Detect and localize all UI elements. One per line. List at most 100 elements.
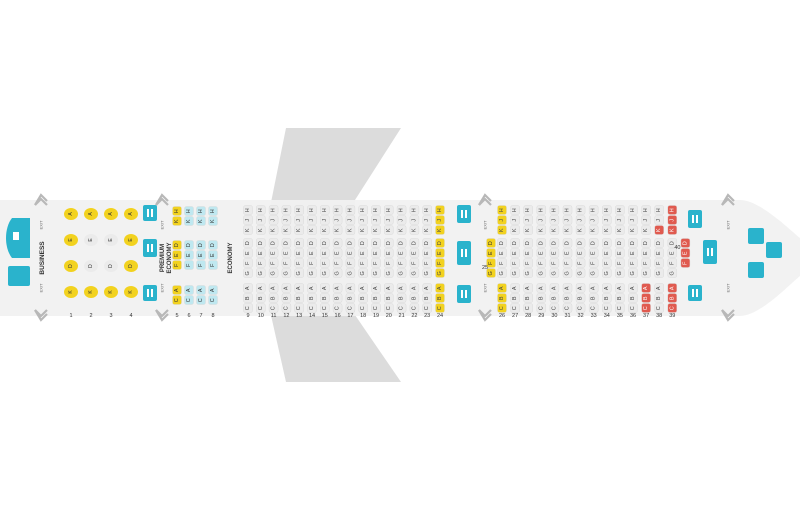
economy-seat-18E[interactable] — [358, 248, 368, 258]
premium-seat-6A[interactable] — [184, 285, 194, 295]
economy-seat-27F[interactable] — [510, 258, 520, 268]
economy-seat-13B[interactable] — [294, 293, 304, 303]
economy-seat-40D[interactable] — [680, 238, 691, 248]
economy-seat-36C[interactable] — [628, 303, 638, 313]
premium-seat-7H[interactable] — [196, 206, 206, 216]
economy-seat-20H[interactable] — [384, 205, 394, 215]
economy-seat-39J[interactable] — [667, 215, 677, 225]
economy-seat-34B[interactable] — [602, 293, 612, 303]
economy-seat-26A[interactable] — [497, 283, 507, 293]
economy-seat-19A[interactable] — [371, 283, 381, 293]
economy-seat-12A[interactable] — [281, 283, 292, 293]
economy-seat-13E[interactable] — [294, 248, 304, 258]
economy-seat-20A[interactable] — [384, 283, 394, 293]
economy-seat-14A[interactable] — [307, 283, 317, 293]
galley-tail-1[interactable] — [748, 228, 764, 244]
economy-seat-16C[interactable] — [332, 303, 343, 313]
economy-seat-36H[interactable] — [628, 205, 638, 215]
economy-seat-24H[interactable] — [435, 205, 445, 215]
economy-seat-10K[interactable] — [256, 225, 266, 235]
economy-seat-32C[interactable] — [575, 303, 586, 313]
lavatory-rear-bottom[interactable] — [688, 285, 702, 301]
economy-seat-26J[interactable] — [497, 215, 507, 225]
economy-seat-13J[interactable] — [294, 215, 304, 225]
economy-seat-32J[interactable] — [575, 215, 586, 225]
economy-seat-18K[interactable] — [358, 225, 368, 235]
economy-seat-33B[interactable] — [589, 293, 599, 303]
economy-seat-17K[interactable] — [345, 225, 356, 235]
economy-seat-15C[interactable] — [320, 303, 330, 313]
economy-seat-30C[interactable] — [549, 303, 560, 313]
economy-seat-10A[interactable] — [256, 283, 266, 293]
economy-seat-12D[interactable] — [281, 238, 292, 248]
economy-seat-32B[interactable] — [575, 293, 586, 303]
economy-seat-19F[interactable] — [371, 258, 381, 268]
premium-seat-5H[interactable] — [172, 206, 182, 216]
economy-seat-26B[interactable] — [497, 293, 507, 303]
economy-seat-34C[interactable] — [602, 303, 612, 313]
economy-seat-35B[interactable] — [615, 293, 625, 303]
economy-seat-16E[interactable] — [332, 248, 343, 258]
economy-seat-9J[interactable] — [243, 215, 253, 225]
economy-seat-27K[interactable] — [510, 225, 520, 235]
economy-seat-31E[interactable] — [562, 248, 573, 258]
economy-seat-37F[interactable] — [641, 258, 651, 268]
economy-seat-22E[interactable] — [409, 248, 420, 258]
premium-seat-6C[interactable] — [184, 295, 194, 305]
economy-seat-21A[interactable] — [396, 283, 407, 293]
economy-seat-21G[interactable] — [396, 268, 407, 278]
economy-seat-14C[interactable] — [307, 303, 317, 313]
economy-seat-30J[interactable] — [549, 215, 560, 225]
economy-seat-20G[interactable] — [384, 268, 394, 278]
economy-seat-29K[interactable] — [536, 225, 546, 235]
economy-seat-18C[interactable] — [358, 303, 368, 313]
economy-seat-34D[interactable] — [602, 238, 612, 248]
business-seat-4-1[interactable] — [124, 234, 138, 246]
economy-seat-34E[interactable] — [602, 248, 612, 258]
economy-seat-29C[interactable] — [536, 303, 546, 313]
economy-seat-15J[interactable] — [320, 215, 330, 225]
economy-seat-19C[interactable] — [371, 303, 381, 313]
economy-seat-16K[interactable] — [332, 225, 343, 235]
economy-seat-16A[interactable] — [332, 283, 343, 293]
business-seat-3-3[interactable] — [104, 286, 118, 298]
business-seat-1-0[interactable] — [64, 208, 78, 220]
economy-seat-24E[interactable] — [435, 248, 445, 258]
economy-seat-11C[interactable] — [268, 303, 279, 313]
economy-seat-22B[interactable] — [409, 293, 420, 303]
economy-seat-22D[interactable] — [409, 238, 420, 248]
economy-seat-37E[interactable] — [641, 248, 651, 258]
economy-seat-36F[interactable] — [628, 258, 638, 268]
economy-seat-17B[interactable] — [345, 293, 356, 303]
economy-seat-15H[interactable] — [320, 205, 330, 215]
economy-seat-14G[interactable] — [307, 268, 317, 278]
economy-seat-29G[interactable] — [536, 268, 546, 278]
economy-seat-12C[interactable] — [281, 303, 292, 313]
economy-seat-39A[interactable] — [667, 283, 677, 293]
economy-seat-17C[interactable] — [345, 303, 356, 313]
economy-seat-35K[interactable] — [615, 225, 625, 235]
economy-seat-18D[interactable] — [358, 238, 368, 248]
economy-seat-22H[interactable] — [409, 205, 420, 215]
economy-seat-34G[interactable] — [602, 268, 612, 278]
economy-seat-27E[interactable] — [510, 248, 520, 258]
economy-seat-19J[interactable] — [371, 215, 381, 225]
economy-seat-26K[interactable] — [497, 225, 507, 235]
economy-seat-17G[interactable] — [345, 268, 356, 278]
economy-seat-35A[interactable] — [615, 283, 625, 293]
economy-seat-20F[interactable] — [384, 258, 394, 268]
economy-seat-29A[interactable] — [536, 283, 546, 293]
economy-seat-39D[interactable] — [667, 238, 677, 248]
premium-seat-6F[interactable] — [184, 260, 194, 270]
business-seat-3-0[interactable] — [104, 208, 118, 220]
economy-seat-37J[interactable] — [641, 215, 651, 225]
economy-seat-37G[interactable] — [641, 268, 651, 278]
economy-seat-38D[interactable] — [654, 238, 664, 248]
economy-seat-12K[interactable] — [281, 225, 292, 235]
economy-seat-20K[interactable] — [384, 225, 394, 235]
economy-seat-23C[interactable] — [422, 303, 432, 313]
economy-seat-28B[interactable] — [523, 293, 533, 303]
economy-seat-16F[interactable] — [332, 258, 343, 268]
economy-seat-40F[interactable] — [680, 258, 691, 268]
economy-seat-17D[interactable] — [345, 238, 356, 248]
